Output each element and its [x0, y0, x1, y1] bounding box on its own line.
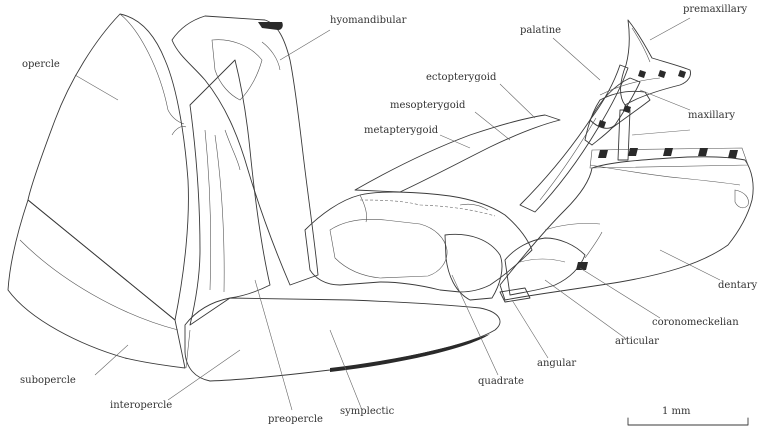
pterygoid-bones [355, 65, 628, 212]
label-mesopterygoid: mesopterygoid [390, 100, 466, 111]
hyomandibular-bone [172, 16, 318, 285]
label-hyomandibular: hyomandibular [330, 15, 407, 26]
ectopterygoid-leader [500, 84, 535, 118]
label-coronomeckelian: coronomeckelian [652, 317, 739, 328]
maxillary-leader-1 [640, 90, 690, 110]
preopercle-bone [190, 60, 270, 325]
interopercle-bone [185, 298, 500, 381]
mesopterygoid-leader [475, 112, 510, 140]
label-interopercle: interopercle [110, 400, 172, 411]
hyomandibular-leader [280, 30, 330, 60]
label-metapterygoid: metapterygoid [364, 125, 439, 136]
label-symplectic: symplectic [340, 406, 395, 417]
suspensorium-bones [305, 192, 532, 300]
label-subopercle: subopercle [20, 375, 76, 386]
label-premaxillary: premaxillary [683, 4, 748, 15]
palatine-bone [590, 78, 640, 128]
angular-leader [512, 300, 548, 358]
label-articular: articular [615, 336, 659, 347]
label-dentary: dentary [718, 280, 758, 291]
label-maxillary: maxillary [688, 110, 735, 121]
premaxillary-leader [650, 18, 690, 40]
label-quadrate: quadrate [478, 376, 524, 387]
label-opercle: opercle [22, 59, 60, 70]
lower-jaw-posterior-bones [500, 232, 602, 302]
scale-bar-line [628, 418, 748, 425]
opercle-leader [75, 75, 118, 100]
label-angular: angular [537, 358, 576, 369]
preopercle-leader [255, 280, 292, 410]
scale-bar-label: 1 mm [662, 406, 691, 417]
interopercle-leader [168, 350, 240, 400]
dentary-leader [660, 250, 720, 280]
label-ectopterygoid: ectopterygoid [426, 72, 497, 83]
coronomeckelian-leader [580, 268, 660, 318]
palatine-leader [553, 38, 600, 80]
label-preopercle: preopercle [268, 414, 323, 425]
maxillary-leader-2 [632, 130, 690, 135]
scale-bar: 1 mm [628, 406, 748, 425]
label-palatine: palatine [520, 25, 561, 36]
leader-lines [75, 18, 720, 410]
dentary-bone [500, 148, 753, 300]
subopercle-bone [8, 200, 185, 368]
